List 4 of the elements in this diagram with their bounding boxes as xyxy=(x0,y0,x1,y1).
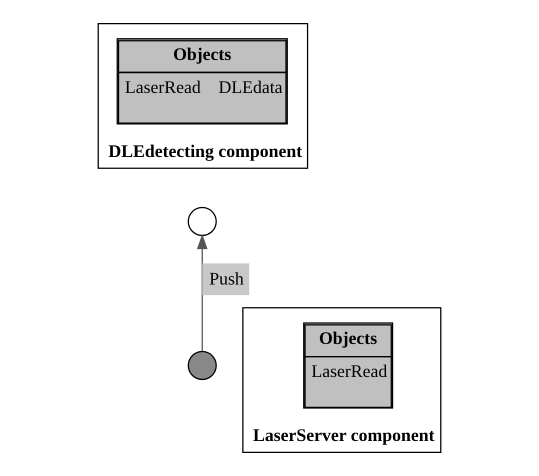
node-circle xyxy=(188,350,217,380)
arrow xyxy=(196,234,208,352)
node-circle xyxy=(188,206,217,236)
edge-label: Push xyxy=(209,268,244,289)
